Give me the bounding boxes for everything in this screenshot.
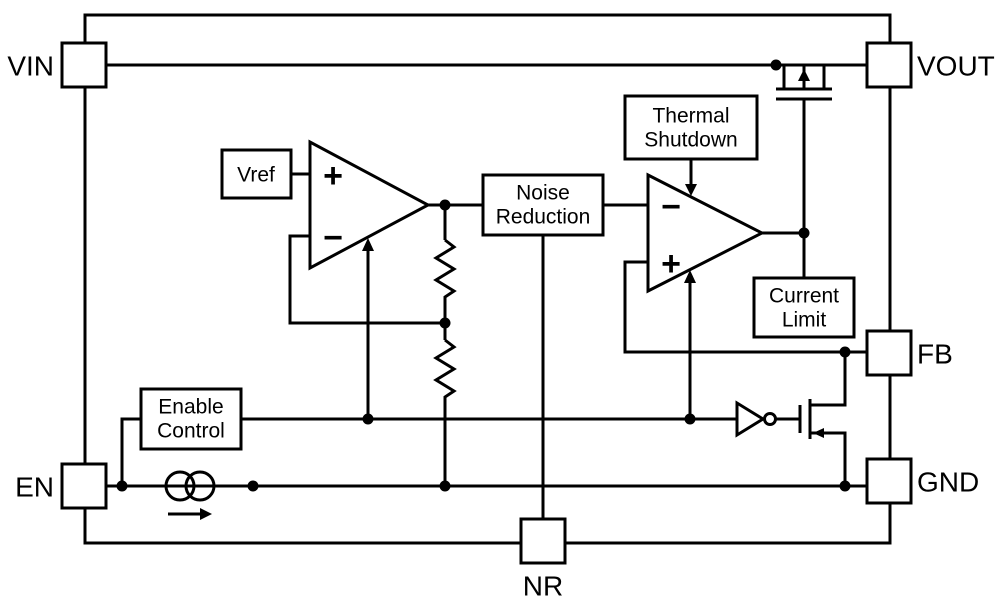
enable-control-label-line1: Enable <box>158 396 223 419</box>
junction-dot <box>247 480 259 492</box>
current-limit-label-line1: Current <box>769 285 839 308</box>
junction-dot <box>116 480 128 492</box>
block-thermal-shutdown: Thermal Shutdown <box>623 94 759 161</box>
pmos-source-arrow-icon <box>798 69 810 81</box>
current-limit-box <box>752 276 856 339</box>
block-enable-control: Enable Control <box>139 387 243 451</box>
error-amp-plus-input-label: + <box>323 157 343 195</box>
wires <box>106 63 867 519</box>
junction-dot <box>839 480 851 492</box>
nmos-drain <box>810 352 847 407</box>
error-amplifier <box>308 139 432 271</box>
noise-reduction-box <box>481 173 605 237</box>
enable-control-label-line2: Control <box>157 420 225 443</box>
vref-box <box>220 148 293 200</box>
inverter-bubble-icon <box>763 412 777 426</box>
pin-vin-label: VIN <box>7 51 54 82</box>
buffer-amplifier <box>646 172 766 294</box>
nmos-arrow-icon <box>813 428 824 438</box>
block-noise-reduction: Noise Reduction <box>481 173 605 237</box>
current-limit-label-line2: Limit <box>782 309 827 332</box>
thermal-shutdown-label-line2: Shutdown <box>644 129 737 152</box>
pin-vout-label: VOUT <box>917 51 995 82</box>
pin-fb-label: FB <box>917 339 953 370</box>
vref-label: Vref <box>237 164 275 187</box>
pin-nr-label: NR <box>523 571 563 602</box>
junction-dot <box>439 199 451 211</box>
junction-dot <box>684 413 696 425</box>
pin-gnd-label: GND <box>917 467 979 498</box>
pin-vin <box>60 41 108 89</box>
pin-nr <box>519 517 567 565</box>
discharge-stage <box>735 352 847 486</box>
junction-dot <box>839 346 851 358</box>
enable-amp2-arrow-icon <box>684 270 696 283</box>
chip-boundary <box>83 13 892 545</box>
pass-fet-pmos <box>776 65 832 101</box>
enable-amp1-arrow-icon <box>362 238 374 251</box>
current-direction-arrow-icon <box>200 508 212 520</box>
junction-dot <box>439 480 451 492</box>
junction-dot <box>770 59 782 71</box>
junction-dot <box>798 227 810 239</box>
pin-gnd <box>865 457 913 505</box>
thermal-shutdown-box <box>623 94 759 161</box>
inverter <box>735 400 766 438</box>
pin-fb <box>865 329 913 377</box>
error-amp-minus-input-label: − <box>323 219 343 257</box>
buffer-amp-minus-input-label: − <box>661 188 681 226</box>
resistor-r2 <box>433 338 457 402</box>
thermal-shutdown-label-line1: Thermal <box>652 105 729 128</box>
pins: VIN VOUT EN GND FB NR <box>7 41 995 602</box>
pin-vout <box>865 41 913 89</box>
pin-en <box>60 462 108 510</box>
wire-enable-in <box>120 417 141 486</box>
pin-en-label: EN <box>15 472 54 503</box>
block-current-limit: Current Limit <box>752 276 856 339</box>
current-source-circle <box>184 470 216 502</box>
resistor-r1 <box>433 238 457 302</box>
block-vref: Vref <box>220 148 293 200</box>
enable-control-box <box>139 387 243 451</box>
thermal-arrow-icon <box>685 184 697 196</box>
junction-dot <box>362 413 374 425</box>
current-source-circle <box>164 470 196 502</box>
noise-reduction-label-line1: Noise <box>516 182 570 205</box>
nmos-source <box>810 431 847 486</box>
current-source <box>164 470 216 520</box>
buffer-amp-plus-input-label: + <box>661 245 681 283</box>
junction-dots <box>116 59 851 492</box>
wire-fb-sense <box>623 260 867 354</box>
noise-reduction-label-line2: Reduction <box>496 206 591 229</box>
junction-dot <box>439 317 451 329</box>
